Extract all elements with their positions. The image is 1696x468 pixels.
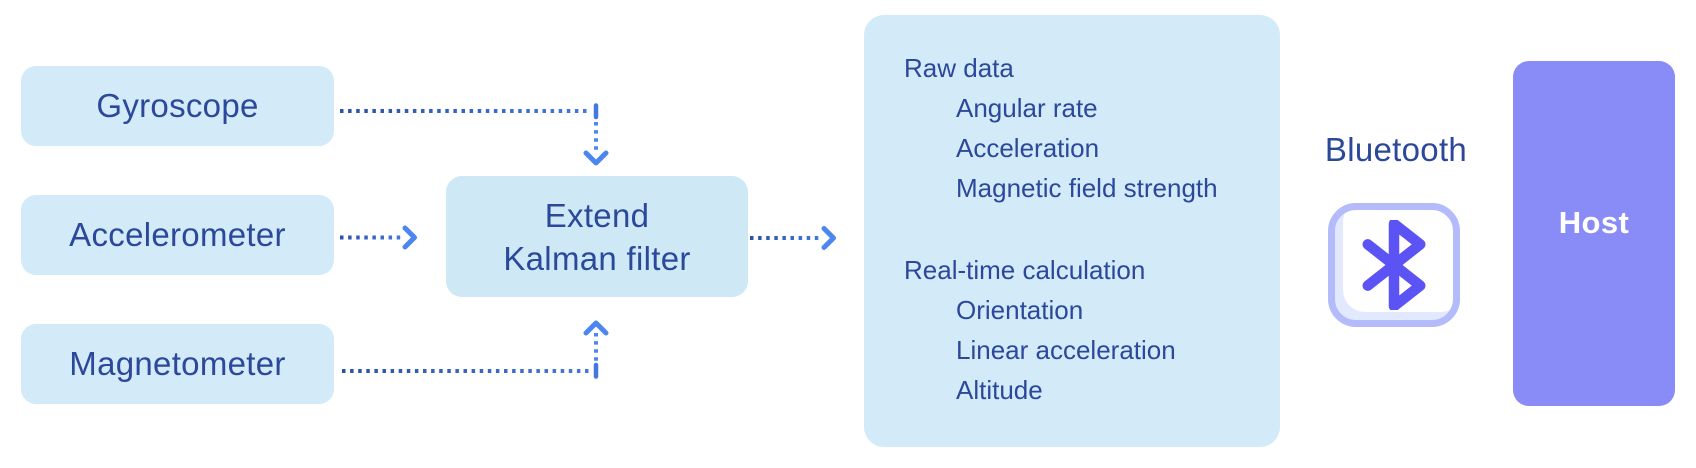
panel-item-acceleration: Acceleration: [956, 133, 1100, 163]
arrowhead-down-icon: [583, 150, 609, 166]
host-box: Host: [1513, 61, 1675, 406]
panel-item-angular-rate: Angular rate: [956, 93, 1098, 123]
panel-item-orientation: Orientation: [956, 295, 1084, 325]
gyroscope-label: Gyroscope: [96, 87, 259, 124]
kalman-filter-box: Extend Kalman filter: [446, 176, 748, 297]
output-data-panel: Raw data Angular rate Acceleration Magne…: [864, 15, 1280, 447]
raw-data-section: Raw data Angular rate Acceleration Magne…: [904, 48, 1260, 208]
raw-data-heading: Raw data: [904, 53, 1014, 83]
gyroscope-box: Gyroscope: [21, 66, 334, 146]
kalman-filter-label-line2: Kalman filter: [503, 239, 691, 277]
panel-item-altitude: Altitude: [956, 375, 1043, 405]
real-time-calculation-section: Real-time calculation Orientation Linear…: [904, 250, 1260, 410]
accelerometer-label: Accelerometer: [69, 216, 286, 253]
gyroscope-to-filter-arrow: [340, 103, 609, 166]
arrowhead-right-icon: [402, 225, 417, 250]
arrowhead-right-icon: [821, 226, 836, 250]
host-label: Host: [1558, 204, 1630, 240]
magnetometer-box: Magnetometer: [21, 324, 334, 404]
real-time-calculation-heading: Real-time calculation: [904, 255, 1146, 285]
arrowhead-up-icon: [583, 320, 609, 336]
filter-to-output-arrow: [750, 226, 836, 250]
bluetooth-icon: [1328, 203, 1460, 327]
magnetometer-label: Magnetometer: [69, 345, 286, 382]
bluetooth-label: Bluetooth: [1324, 131, 1468, 168]
panel-item-linear-acceleration: Linear acceleration: [956, 335, 1176, 365]
accelerometer-box: Accelerometer: [21, 195, 334, 275]
magnetometer-to-filter-arrow: [342, 320, 609, 379]
panel-item-magnetic-field-strength: Magnetic field strength: [956, 173, 1218, 203]
accelerometer-to-filter-arrow: [340, 225, 417, 250]
kalman-filter-label-line1: Extend: [544, 196, 650, 234]
bluetooth-glyph-icon: [1362, 220, 1426, 310]
